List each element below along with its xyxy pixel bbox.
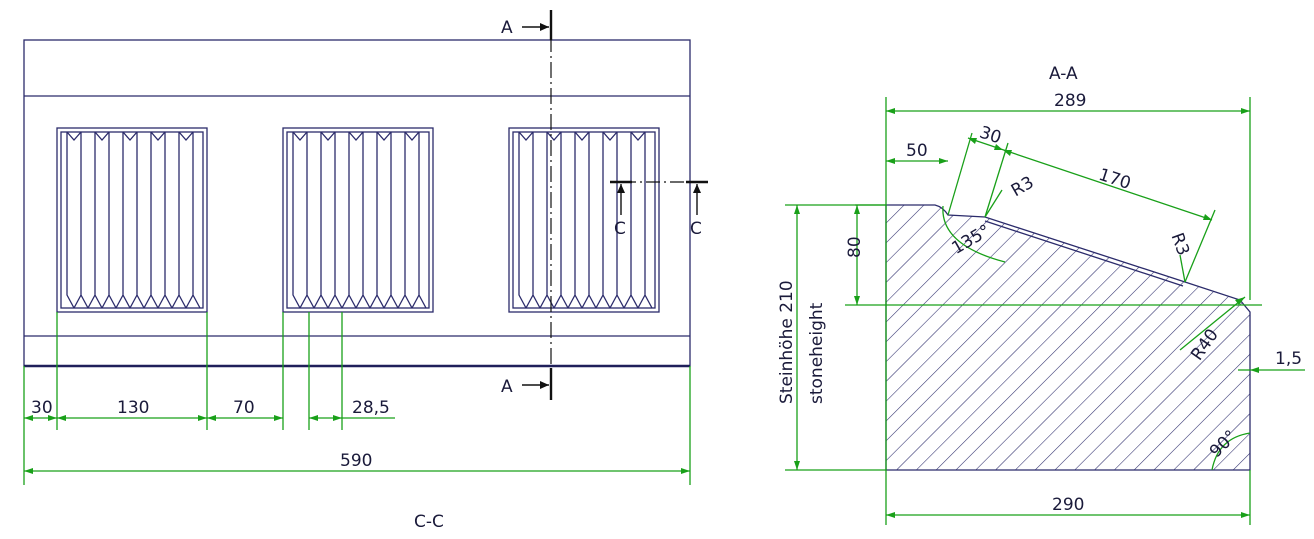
arrowhead-icon (1235, 297, 1245, 305)
extension-line (947, 132, 973, 216)
arrowhead-icon (693, 184, 701, 193)
dimension-label: 80 (845, 236, 865, 258)
dimension-label: 30 (977, 123, 1004, 149)
cut-marker-a-bottom: A (501, 377, 513, 397)
extension-line (984, 142, 1009, 218)
radius-label: R3 (1166, 230, 1193, 258)
section-view: A-A 289 50 30 170 R3 R3 135° (777, 64, 1305, 525)
dimension-label: 30 (31, 398, 53, 418)
stone-profile (885, 204, 1251, 471)
dimension-label: 70 (233, 398, 255, 418)
groove-panel (282, 127, 434, 313)
extension-line (1184, 209, 1216, 283)
dimension-label: 590 (340, 451, 372, 471)
dimension-label: 1,5 (1275, 349, 1302, 369)
stone-height-label-en: stoneheight (807, 302, 827, 404)
dimension-label: 130 (117, 398, 149, 418)
stone-height-label: Steinhöhe 210 (777, 280, 797, 404)
arrowhead-icon (24, 415, 342, 421)
front-outline (23, 39, 691, 367)
dimension-label: 50 (906, 141, 928, 161)
dimension-label: 290 (1052, 495, 1084, 515)
section-title: A-A (1049, 64, 1078, 84)
slope-chamfer-line (984, 220, 1184, 287)
leader-line (1179, 254, 1186, 283)
cut-marker-a-top: A (501, 18, 513, 38)
radius-label: R3 (1008, 173, 1038, 202)
angle-arc (942, 205, 1006, 263)
dimension-label: 28,5 (352, 398, 390, 418)
leader-line (1179, 296, 1246, 351)
angle-arc (1211, 432, 1251, 471)
groove-panel (508, 127, 660, 313)
arrowhead-icon (540, 23, 549, 31)
leader-line (984, 189, 1003, 218)
dimension-label: 170 (1096, 165, 1133, 194)
cut-marker-c-right: C (690, 219, 702, 239)
cut-marker-c-left: C (614, 219, 626, 239)
groove-panel (56, 127, 208, 313)
arrowhead-icon (1250, 367, 1259, 373)
dimension-label: 289 (1054, 91, 1086, 111)
view-caption: C-C (414, 512, 444, 532)
arrowhead-icon (617, 184, 625, 193)
arrowhead-icon (540, 381, 549, 389)
front-view: A A C C 30 130 70 28,5 590 C-C (23, 10, 708, 532)
